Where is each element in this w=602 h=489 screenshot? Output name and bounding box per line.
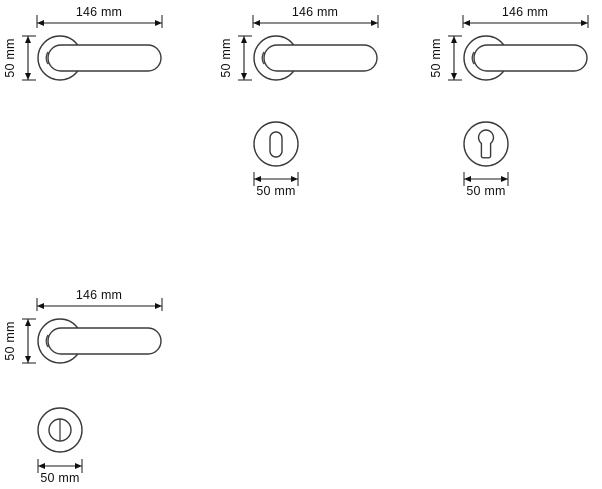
escutcheon-dimension-label-3: 50 mm (466, 184, 505, 198)
arrow-left-2 (253, 20, 260, 26)
handle-drawing-4: 146 mm 50 mm 50 mm (3, 288, 163, 485)
escutcheon-dimension-label-2: 50 mm (256, 184, 295, 198)
arrow-right-1 (155, 20, 162, 26)
lever-body-1 (47, 44, 162, 72)
lever-neck-1 (45, 51, 49, 65)
escutcheon-dimension-label-4: 50 mm (40, 471, 79, 485)
height-dimension-label-1: 50 mm (3, 38, 17, 77)
lever-body-4 (47, 327, 162, 355)
arrow-right-4 (155, 303, 162, 309)
lever-neck-3 (471, 51, 475, 65)
arrow-bottom-1 (25, 73, 31, 80)
arrow-left-1 (37, 20, 44, 26)
escutcheon-arrow-left-4 (38, 463, 45, 469)
arrow-right-2 (371, 20, 378, 26)
escutcheon-arrow-left-2 (254, 176, 261, 182)
arrow-top-2 (241, 36, 247, 43)
arrow-left-3 (463, 20, 470, 26)
arrow-bottom-3 (451, 73, 457, 80)
arrow-bottom-2 (241, 73, 247, 80)
height-dimension-label-2: 50 mm (219, 38, 233, 77)
lever-body-2 (263, 44, 378, 72)
length-dimension-label-4: 146 mm (76, 288, 122, 302)
handle-drawing-3: 146 mm 50 mm 50 mm (429, 5, 589, 198)
arrow-top-4 (25, 319, 31, 326)
arrow-top-1 (25, 36, 31, 43)
height-dimension-label-4: 50 mm (3, 321, 17, 360)
arrow-right-3 (581, 20, 588, 26)
arrow-bottom-4 (25, 356, 31, 363)
handle-drawing-2: 146 mm 50 mm 50 mm (219, 5, 379, 198)
arrow-left-4 (37, 303, 44, 309)
escutcheon-arrow-right-2 (291, 176, 298, 182)
height-dimension-label-3: 50 mm (429, 38, 443, 77)
escutcheon-arrow-right-4 (75, 463, 82, 469)
variant-1-lever-on-rose-plain: 146 mm 50 mm (0, 0, 200, 110)
handle-drawing-1: 146 mm 50 mm (3, 5, 163, 81)
variant-4-lever-with-bathroom-turn-escutcheon: 146 mm 50 mm 50 mm (0, 283, 200, 489)
variant-3-lever-with-euro-cylinder-escutcheon: 146 mm 50 mm 50 mm (426, 0, 602, 200)
lever-body-3 (473, 44, 588, 72)
length-dimension-label-2: 146 mm (292, 5, 338, 19)
length-dimension-label-3: 146 mm (502, 5, 548, 19)
euro-cylinder-keyhole-3 (477, 129, 495, 159)
variant-2-lever-with-keyhole-escutcheon: 146 mm 50 mm 50 mm (216, 0, 416, 200)
arrow-top-3 (451, 36, 457, 43)
escutcheon-arrow-left-3 (464, 176, 471, 182)
length-dimension-label-1: 146 mm (76, 5, 122, 19)
lever-neck-4 (45, 334, 49, 348)
escutcheon-arrow-right-3 (501, 176, 508, 182)
keyhole-oval-2 (269, 131, 283, 158)
lever-neck-2 (261, 51, 265, 65)
